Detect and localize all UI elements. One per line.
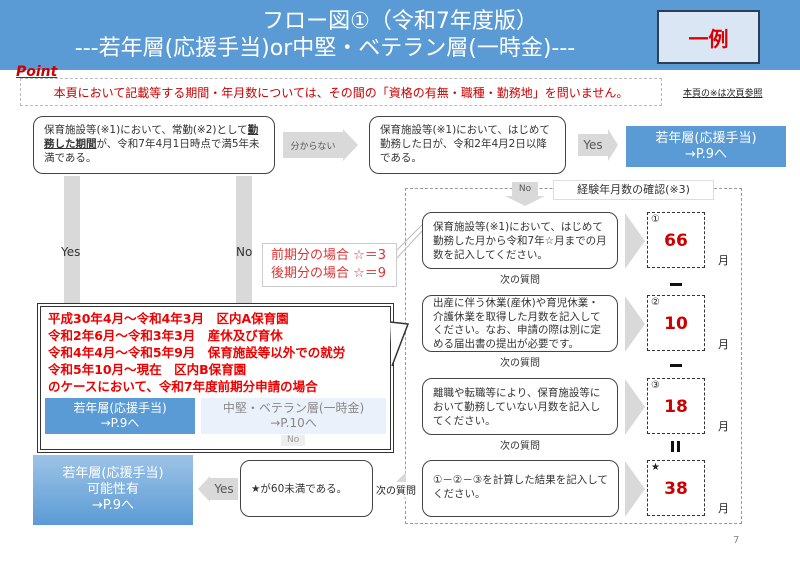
- result-possible-line1: 若年層(応援手当): [62, 466, 164, 481]
- value-number: 10: [664, 314, 688, 334]
- minus-icon: [670, 283, 682, 286]
- arrow-right-icon: [625, 461, 645, 517]
- next-question-label: 次の質問: [500, 275, 540, 286]
- value-box-2: ② 10: [647, 295, 705, 351]
- page-subtitle: ---若年層(応援手当)or中堅・ベテラン層(一時金)---: [74, 36, 576, 61]
- value-mark: ③: [651, 380, 660, 391]
- unit-label: 月: [718, 254, 729, 267]
- result-possible-line3: →P.9へ: [91, 498, 135, 513]
- season-note-line2: 後期分の場合 ☆＝9: [271, 266, 387, 281]
- season-note-line1: 前期分の場合 ☆＝3: [271, 248, 387, 263]
- callout-tail: [390, 321, 410, 367]
- unknown-arrow: 分からない: [283, 132, 343, 158]
- arrow-head-icon: [608, 129, 618, 161]
- q1-underline: 勤務した期間: [44, 124, 259, 150]
- hidden-young-line1: 若年層(応援手当): [73, 401, 167, 415]
- page-title: フロー図①（令和7年度版）: [262, 9, 538, 34]
- example-case-line: のケースにおいて、令和7年度前期分申請の場合: [48, 379, 318, 394]
- unit-label: 月: [718, 338, 729, 351]
- minus-icon: [670, 364, 682, 367]
- next-question-label: 次の質問: [500, 441, 540, 452]
- hidden-young-line2: →P.9へ: [100, 416, 140, 430]
- q1-text-post: が、令和7年4月1日時点で満5年未満である。: [44, 138, 260, 164]
- question-start-date: 保育施設等(※1)において、はじめて勤務した日が、令和2年4月2日以降である。: [369, 116, 566, 174]
- result-possible-line2: 可能性有: [86, 482, 139, 497]
- arrow-head-icon: [343, 129, 358, 161]
- value-mark: ②: [651, 297, 660, 308]
- no-down-arrow: [236, 176, 252, 303]
- arrow-left-icon: [198, 476, 210, 502]
- value-box-4: ★ 38: [647, 460, 705, 516]
- value-mark: ★: [651, 462, 660, 473]
- point-label: Point: [16, 64, 58, 80]
- hidden-no-label: No: [281, 435, 306, 446]
- step-3-question: 離職や転職等により、保育施設等において勤務していない月数を記入してください。: [422, 378, 618, 435]
- example-case-callout: 平成30年4月～令和4年3月 区内A保育園 令和2年6月～令和3年3月 産休及び…: [37, 303, 394, 453]
- arrow-right-icon: [625, 379, 645, 435]
- equals-icon-bar: [677, 441, 680, 452]
- example-badge: 一例: [657, 10, 760, 64]
- example-case-line: 平成30年4月～令和4年3月 区内A保育園: [48, 311, 289, 326]
- hidden-young-box: 若年層(応援手当)→P.9へ: [45, 398, 195, 434]
- hidden-veteran-box: 中堅・ベテラン層(一時金)→P.10へ: [201, 398, 386, 434]
- result-young-line2: →P.9へ: [684, 146, 728, 162]
- yes-arrow: Yes: [578, 134, 608, 156]
- hidden-veteran-line2: →P.10へ: [270, 416, 317, 430]
- arrow-head-icon: [505, 196, 545, 206]
- result-young-box: 若年層(応援手当)→P.9へ: [626, 126, 786, 167]
- result-young-line1: 若年層(応援手当): [655, 130, 757, 146]
- example-case-line: 令和5年10月～現在 区内B保育園: [48, 362, 247, 377]
- season-note: 前期分の場合 ☆＝3 後期分の場合 ☆＝9: [262, 243, 397, 287]
- hidden-veteran-line1: 中堅・ベテラン層(一時金): [222, 401, 365, 415]
- step-4-question: ①－②－③を計算した結果を記入してください。: [422, 460, 619, 517]
- question-work-period: 保育施設等(※1)において、常勤(※2)として勤務した期間が、令和7年4月1日時…: [33, 116, 275, 174]
- final-question: ★が60未満である。: [240, 460, 373, 517]
- q1-text: 保育施設等(※1)において、常勤(※2)として: [44, 124, 248, 136]
- notice-box: 本頁において記載等する期間・年月数については、その間の「資格の有無・職種・勤務地…: [20, 78, 662, 106]
- yes-label: Yes: [61, 245, 81, 259]
- experience-section-title: 経験年月数の確認(※3): [553, 180, 714, 200]
- note-pointer: [397, 223, 424, 259]
- step-1-question: 保育施設等(※1)において、はじめて勤務した月から令和7年☆月までの月数を記入し…: [422, 212, 618, 269]
- reference-note: 本頁の※は次頁参照: [683, 89, 763, 99]
- yes-down-arrow: [64, 176, 80, 303]
- no-arrow: No: [512, 182, 538, 196]
- step-2-question: 出産に伴う休業(産休)や育児休業・介護休業を取得した月数を記入してください。なお…: [422, 295, 618, 352]
- yes-arrow: Yes: [210, 478, 238, 500]
- value-number: 18: [664, 397, 688, 417]
- equals-icon: [671, 441, 674, 452]
- example-case-line: 令和4年4月～令和5年9月 保育施設等以外での就労: [48, 345, 346, 360]
- page-number: 7: [733, 535, 740, 546]
- result-possible-box: 若年層(応援手当)可能性有→P.9へ: [33, 455, 193, 525]
- example-case-line: 令和2年6月～令和3年3月 産休及び育休: [48, 328, 283, 343]
- next-question-label: 次の質問: [500, 358, 540, 369]
- value-number: 38: [664, 479, 688, 499]
- unit-label: 月: [718, 502, 729, 515]
- next-question-label: 次の質問: [376, 482, 416, 497]
- no-label: No: [236, 245, 253, 259]
- value-number: 66: [664, 231, 688, 251]
- value-box-1: ① 66: [647, 212, 705, 268]
- arrow-right-icon: [625, 296, 645, 352]
- value-mark: ①: [651, 214, 660, 225]
- unit-label: 月: [718, 420, 729, 433]
- arrow-right-icon: [625, 213, 645, 269]
- value-box-3: ③ 18: [647, 378, 705, 434]
